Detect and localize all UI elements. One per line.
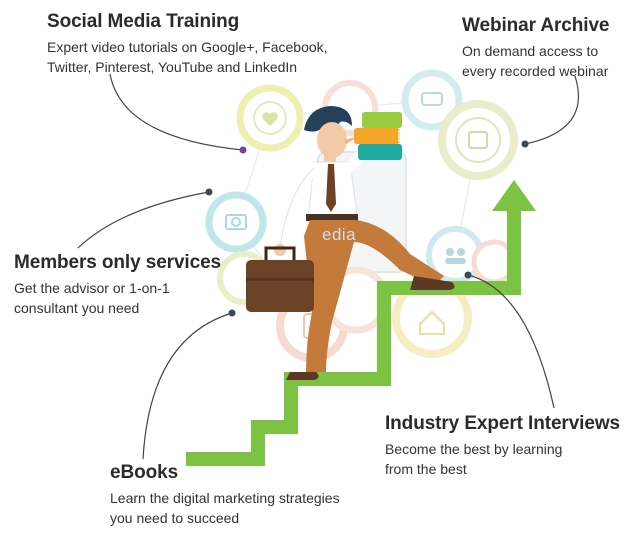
- feature-title: eBooks: [110, 462, 179, 483]
- feature-title: Webinar Archive: [462, 15, 610, 36]
- feature-description: Become the best by learning from the bes…: [385, 439, 635, 479]
- feature-description-line: you need to succeed: [110, 510, 240, 526]
- feature-title: Members only services: [14, 252, 222, 273]
- feature-description: Get the advisor or 1-on-1 consultant you…: [14, 278, 254, 318]
- camera-icon: [205, 191, 267, 253]
- feature-description-line: Get the advisor or 1-on-1: [14, 280, 170, 296]
- connector-ebooks: [142, 312, 233, 460]
- feature-description: Learn the digital marketing strategies y…: [110, 488, 400, 528]
- feature-industry-expert-interviews: Industry Expert Interviews Become the be…: [385, 412, 635, 479]
- connector-dot-webinar: [521, 140, 529, 148]
- feature-description: On demand access to every recorded webin…: [462, 41, 637, 81]
- background-watermark: edia: [322, 225, 357, 244]
- feature-description-line: Twitter, Pinterest, YouTube and LinkedIn: [47, 59, 298, 75]
- feature-title: Industry Expert Interviews: [385, 413, 620, 434]
- feature-description-line: from the best: [385, 461, 467, 477]
- feature-description-line: Become the best by learning: [385, 441, 563, 457]
- connector-social: [109, 73, 244, 151]
- connector-dot-members: [205, 188, 213, 196]
- connector-dot-social: [239, 146, 247, 154]
- feature-description: Expert video tutorials on Google+, Faceb…: [47, 37, 387, 77]
- connector-industry: [467, 274, 555, 409]
- feature-ebooks: eBooks Learn the digital marketing strat…: [110, 461, 400, 528]
- connector-dots: [205, 140, 529, 317]
- feature-social-media-training: Social Media Training Expert video tutor…: [47, 10, 387, 77]
- feature-description-line: On demand access to: [462, 43, 599, 59]
- connector-dot-ebooks: [228, 309, 236, 317]
- connector-lines: [77, 73, 580, 460]
- arrow-up-icon: [492, 180, 536, 211]
- feature-description-line: Expert video tutorials on Google+, Faceb…: [47, 39, 328, 55]
- heart-icon: [236, 84, 304, 152]
- connector-dot-industry: [464, 271, 472, 279]
- feature-title: Social Media Training: [47, 11, 240, 32]
- feature-description-line: consultant you need: [14, 300, 140, 316]
- connector-members: [77, 191, 210, 249]
- video-player-icon: [438, 100, 518, 180]
- chat-bubble-icon: [401, 69, 463, 131]
- feature-members-only-services: Members only services Get the advisor or…: [14, 251, 254, 318]
- feature-description-line: every recorded webinar: [462, 63, 609, 79]
- books-stack-icon: [354, 112, 402, 160]
- climbing-man: [274, 106, 455, 380]
- feature-webinar-archive: Webinar Archive On demand access to ever…: [462, 14, 637, 81]
- feature-description-line: Learn the digital marketing strategies: [110, 490, 340, 506]
- connector-webinar: [524, 75, 580, 145]
- briefcase-icon: [246, 246, 314, 312]
